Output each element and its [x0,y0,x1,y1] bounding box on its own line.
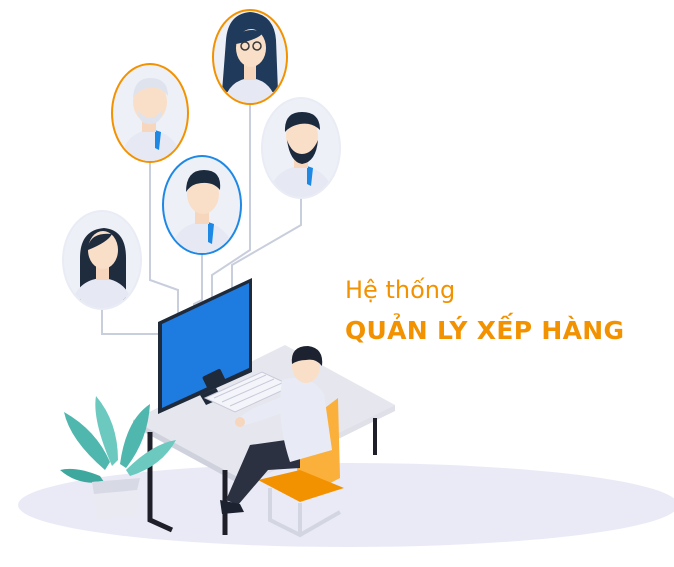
keyboard-keys [213,374,283,407]
floor-shadow [18,463,674,547]
page-title: QUẢN LÝ XẾP HÀNG [345,316,625,345]
old-man-avatar [111,63,189,163]
worker-figure [220,346,332,514]
bearded-man-avatar [261,97,341,199]
woman-avatar [62,210,142,310]
man-avatar [162,155,242,255]
monitor [158,278,252,414]
page-subtitle: Hệ thống [345,276,456,304]
plant [60,396,176,520]
phone [202,368,226,390]
woman-glasses-avatar [212,9,288,105]
title-block: Hệ thống QUẢN LÝ XẾP HÀNG [345,274,670,348]
